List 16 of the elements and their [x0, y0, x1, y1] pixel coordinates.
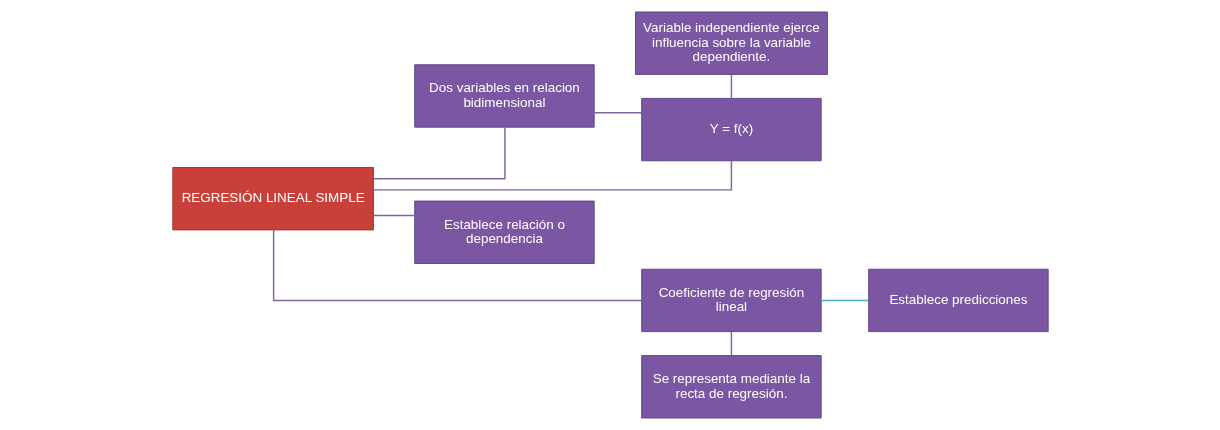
node-box: Se representa mediante la recta de regresión. [640, 355, 822, 419]
connector [372, 126, 506, 180]
connector [593, 112, 642, 114]
node-box: Establece predicciones [867, 268, 1049, 333]
node-box: Coeficiente de regresión lineal [640, 268, 822, 333]
connector [372, 160, 732, 191]
connector [372, 214, 415, 217]
node-box: Variable independiente ejerce influencia sobre la variable dependiente. [634, 11, 828, 75]
node-box: REGRESIÓN LINEAL SIMPLE [171, 167, 374, 231]
node-box: Dos variables en relacion bidimensional [413, 64, 595, 128]
connector [730, 73, 732, 100]
connector [272, 229, 642, 302]
node-box: Establece relación o dependencia [413, 200, 595, 264]
connector [730, 331, 732, 357]
node-box: Y = f(x) [640, 97, 822, 162]
connector [820, 299, 869, 302]
